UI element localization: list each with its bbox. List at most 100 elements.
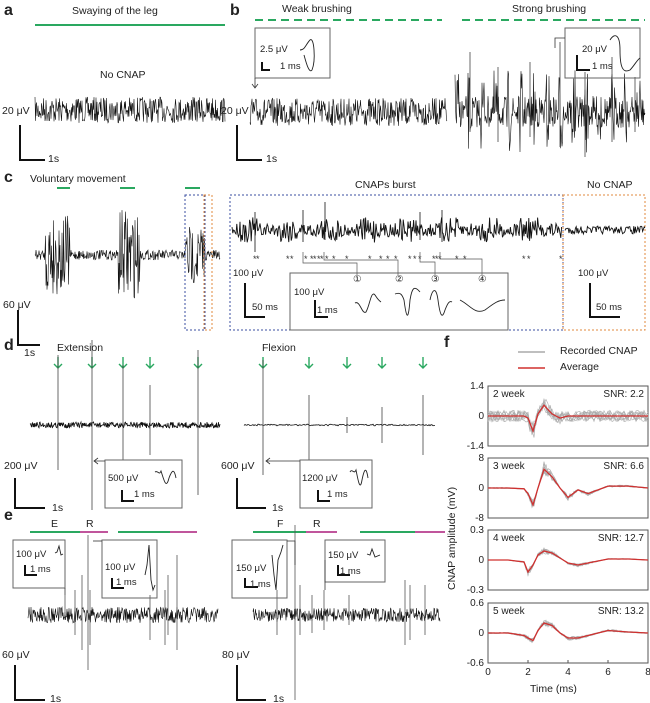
y-tick-label: -1.4: [467, 441, 485, 452]
marker-4: ④: [478, 274, 487, 285]
e-inset3-v: 150 μV: [236, 563, 267, 574]
marker-2: ②: [395, 274, 404, 285]
x-tick-label: 0: [485, 667, 491, 678]
flex-inset-scale-h: 1 ms: [327, 489, 348, 500]
cnap-star: *: [368, 254, 372, 264]
zoom-region-burst: [184, 194, 206, 331]
strong-inset-scalebar: [576, 55, 590, 71]
recorded-cnap-trace: [487, 400, 649, 431]
e-inset2-box: [101, 539, 158, 599]
cnap-star: *: [313, 254, 317, 264]
y-tick-label: 0: [478, 483, 484, 494]
inset-strong-scale-h: 1 ms: [592, 61, 613, 72]
flexion-trace: [243, 423, 436, 427]
e-inset2-scalebar: [111, 578, 124, 589]
weak-brushing-title: Weak brushing: [282, 3, 352, 15]
y-tick-label: -8: [475, 513, 484, 524]
flex-scale-h: 1s: [272, 502, 284, 514]
extension-arrow-icon: [145, 357, 155, 369]
cnap-star: *: [432, 254, 436, 264]
x-tick-label: 6: [605, 667, 611, 678]
subplot-week-label: 5 week: [493, 606, 526, 617]
ext-inset-scale-v: 500 μV: [108, 473, 139, 484]
weak-inset-arrow: [251, 78, 259, 89]
recorded-cnap-trace: [487, 548, 649, 571]
cnap-waveform-1: [354, 293, 382, 313]
strong-inset-waveform: [609, 35, 641, 72]
e-inset3-scalebar: [244, 578, 258, 588]
nocnap-scalebar: [589, 283, 620, 318]
legend-average: Average: [560, 361, 599, 373]
no-cnap-title: No CNAP: [587, 179, 633, 191]
cnap-star: *: [310, 254, 314, 264]
e-inset1-scalebar: [24, 565, 37, 576]
e-inset1-v: 100 μV: [16, 549, 47, 560]
cnap-star: *: [290, 254, 294, 264]
panel-c-scale-h: 1s: [24, 347, 36, 359]
recorded-cnap-trace: [487, 550, 649, 574]
flexion-arrow-icon: [377, 357, 387, 369]
y-tick-label: 0.3: [470, 525, 484, 536]
e-inset2-v: 100 μV: [105, 562, 136, 573]
e-inset2-waveform: [144, 544, 156, 592]
marker-3-connector: [419, 252, 436, 275]
y-tick-label: 0.6: [470, 598, 484, 609]
ext-inset-scale-h: 1 ms: [134, 489, 155, 500]
panel-c-scale-v: 60 μV: [3, 299, 31, 311]
voluntary-movement-title: Voluntary movement: [30, 173, 126, 185]
recorded-cnap-trace: [487, 468, 649, 502]
burst-scale-h: 50 ms: [252, 302, 278, 313]
panel-a-title: Swaying of the leg: [72, 5, 158, 17]
e-left-scale-h: 1s: [50, 693, 62, 703]
e-inset1-waveform: [54, 544, 64, 556]
cnap-star: *: [379, 254, 383, 264]
average-cnap-line: [488, 404, 648, 434]
e-left-scalebar: [14, 665, 45, 701]
flexion-arrow-icon: [304, 357, 314, 369]
f-ylabel: CNAP amplitude (mV): [446, 486, 458, 590]
weak-inset-waveform: [299, 39, 315, 72]
cnap-waveform-2: [394, 287, 421, 316]
subplot-week-label: 3 week: [493, 461, 526, 472]
e-inset4-v: 150 μV: [328, 550, 359, 561]
strong-inset-box: [564, 27, 641, 79]
y-tick-label: 1.4: [470, 381, 484, 392]
e-left-trace: [27, 606, 219, 624]
cnap-star: *: [320, 254, 324, 264]
panel-b-scalebar: [236, 125, 262, 161]
burst-scale-v: 100 μV: [233, 268, 264, 279]
zoom-region-nocnap: [203, 194, 213, 331]
cnap-star: *: [394, 254, 398, 264]
e-inset3-arrow: [287, 540, 296, 565]
nocnap-scale-h: 50 ms: [596, 302, 622, 313]
recorded-cnap-trace: [487, 403, 649, 436]
label-rest-R2: R: [313, 518, 321, 530]
panel-b-label: b: [230, 2, 240, 19]
nocnap-scale-v: 100 μV: [578, 268, 609, 279]
panel-e-label: e: [4, 507, 13, 524]
burst-trace: [231, 217, 563, 243]
strong-inset-arrow: [554, 37, 565, 48]
inset-weak-scale-h: 1 ms: [280, 61, 301, 72]
flex-inset-arrow: [265, 457, 300, 465]
ext-scale-v: 200 μV: [4, 460, 38, 472]
e-right-trace: [252, 607, 441, 623]
cnap-star: *: [253, 254, 257, 264]
subplot-snr-label: SNR: 6.6: [603, 461, 644, 472]
subplot-snr-label: SNR: 12.7: [598, 533, 645, 544]
recorded-cnap-trace: [488, 548, 649, 571]
e-inset2-h: 1 ms: [116, 577, 137, 588]
panel-a-scale-v: 20 μV: [2, 105, 30, 117]
e-right-scalebar: [236, 665, 266, 701]
ext-scale-h: 1s: [52, 502, 64, 514]
marker-1-connector: [302, 252, 358, 275]
subplot-snr-label: SNR: 13.2: [598, 606, 645, 617]
burst-inset-scale-h: 1 ms: [317, 305, 338, 316]
marker-3: ③: [431, 274, 440, 285]
x-tick-label: 2: [525, 667, 531, 678]
flexion-title: Flexion: [262, 342, 296, 354]
burst-inset-scale-v: 100 μV: [294, 287, 325, 298]
ext-scalebar: [14, 478, 45, 509]
cnap-star: *: [522, 254, 526, 264]
label-rest-R: R: [86, 518, 94, 530]
